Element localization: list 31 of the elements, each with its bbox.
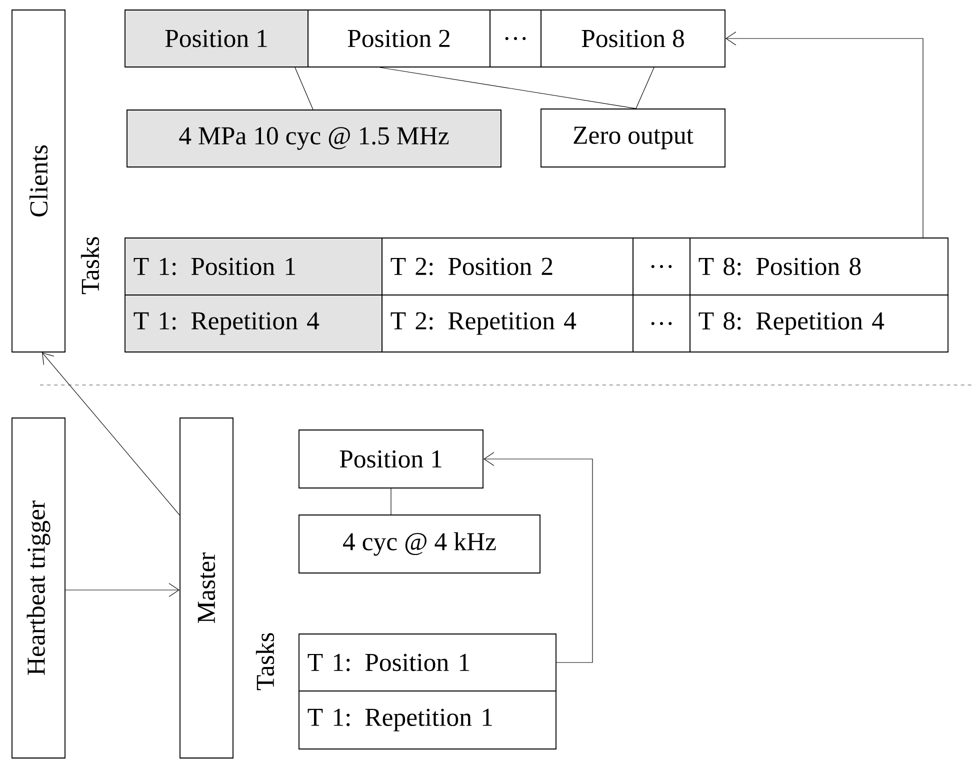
text-box: Position 1 bbox=[124, 10, 308, 68]
arrow bbox=[725, 32, 924, 238]
vertical-box: Heartbeat trigger bbox=[12, 418, 66, 758]
task-cell: T 8: Position 8 bbox=[690, 238, 948, 296]
connector-line bbox=[390, 488, 392, 515]
connector-line bbox=[380, 67, 636, 109]
side-label: Tasks bbox=[80, 237, 100, 294]
text-box: … bbox=[632, 238, 690, 296]
task-cell: T 1: Position 1 bbox=[124, 238, 382, 296]
vertical-box: Clients bbox=[12, 10, 66, 352]
task-cell: T 2: Repetition 4 bbox=[382, 294, 634, 352]
text-box: … bbox=[632, 294, 690, 352]
task-cell: T 8: Repetition 4 bbox=[690, 294, 948, 352]
task-cell: T 1: Repetition 4 bbox=[124, 294, 382, 352]
arrow bbox=[483, 452, 593, 663]
task-cell: T 1: Repetition 1 bbox=[298, 690, 556, 750]
arrow bbox=[65, 583, 180, 597]
text-box: Position 8 bbox=[540, 10, 726, 68]
vertical-box: Master bbox=[180, 418, 234, 758]
arrow bbox=[42, 352, 180, 516]
text-box: … bbox=[490, 10, 542, 68]
text-box: 4 MPa 10 cyc @ 1.5 MHz bbox=[126, 110, 502, 168]
task-cell: T 2: Position 2 bbox=[382, 238, 634, 296]
text-box: Position 2 bbox=[308, 10, 490, 68]
connector-line bbox=[294, 67, 314, 110]
text-box: Zero output bbox=[540, 108, 726, 168]
side-label: Tasks bbox=[256, 633, 274, 690]
connector-line bbox=[636, 67, 654, 109]
text-box: Position 1 bbox=[298, 430, 484, 488]
text-box: 4 cyc @ 4 kHz bbox=[298, 514, 540, 574]
task-cell: T 1: Position 1 bbox=[298, 634, 556, 692]
